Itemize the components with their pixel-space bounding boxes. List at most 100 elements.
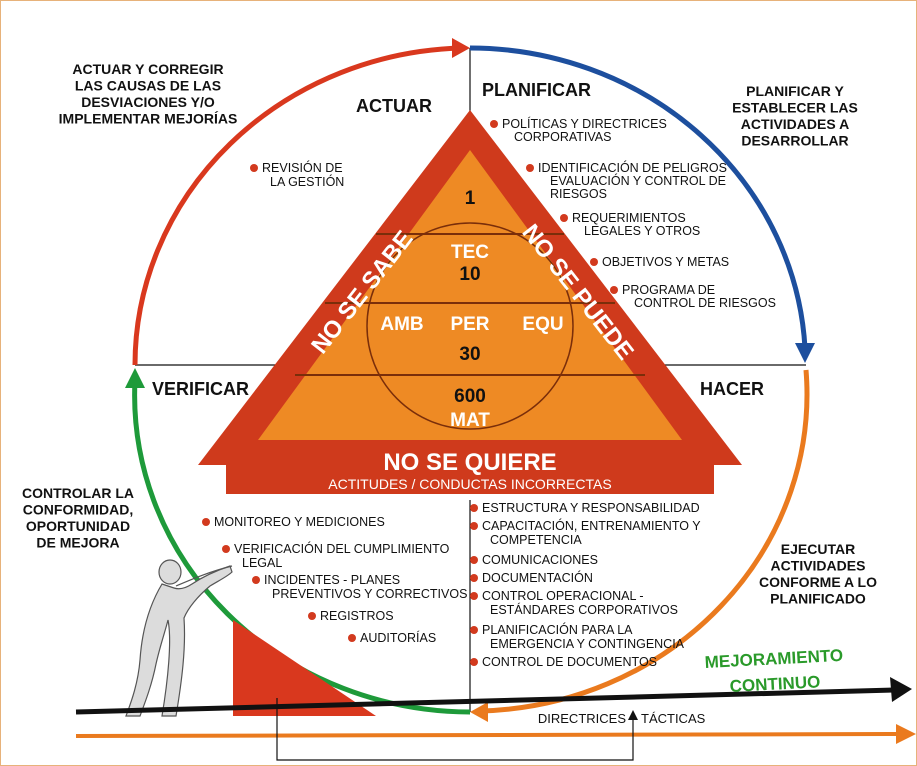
note-line: PLANIFICADO [770,591,866,607]
bullet-dot [348,634,356,642]
ramp-arrow-black-head [890,677,912,702]
bullet-dot [470,658,478,666]
note-line: CONFORME A LO [759,574,877,590]
pyramid-mat: MAT [450,410,490,431]
list-item-text: POLÍTICAS Y DIRECTRICES [502,116,667,131]
list-item-text: COMPETENCIA [490,533,582,547]
list-item-text: MONITOREO Y MEDICIONES [214,515,385,529]
pyramid-base-band [226,442,714,494]
note-line: DE MEJORA [36,535,119,551]
list-item-text: LEGALES Y OTROS [584,224,700,238]
list-item-text: REQUERIMIENTOS [572,211,686,225]
ramp-arrow-orange [75,732,901,738]
list-hacer: ESTRUCTURA Y RESPONSABILIDAD CAPACITACIÓN… [470,501,701,669]
list-item-text: RIESGOS [550,187,607,201]
note-line: DESVIACIONES Y/O [81,94,215,110]
pyramid-level-30: 30 [459,344,480,365]
list-item-text: AUDITORÍAS [360,630,436,645]
bullet-dot [590,258,598,266]
pyramid-tec: TEC [451,242,489,263]
list-item-text: VERIFICACIÓN DEL CUMPLIMIENTO [234,541,450,556]
list-item-text: EVALUACIÓN Y CONTROL DE [550,173,726,188]
list-item-text: IDENTIFICACIÓN DE PELIGROS [538,160,727,175]
bullet-dot [252,576,260,584]
quadrant-title-hacer: HACER [700,379,764,399]
bullet-dot [526,164,534,172]
note-line: IMPLEMENTAR MEJORÍAS [59,111,238,127]
directrices-bracket [276,698,634,761]
list-item-text: CONTROL DE DOCUMENTOS [482,655,657,669]
list-item: COMUNICACIONES [470,553,598,567]
quadrant-title-planificar: PLANIFICAR [482,80,591,100]
note-line: LAS CAUSAS DE LAS [75,78,221,94]
note-line: CONTROLAR LA [22,485,134,501]
list-item-text: PROGRAMA DE [622,283,715,297]
list-item-text: REGISTROS [320,609,394,623]
quadrant-title-verificar: VERIFICAR [152,379,249,399]
list-item: CONTROL DE DOCUMENTOS [470,655,657,669]
pyramid-circle [366,222,574,430]
note-line: ACTUAR Y CORREGIR [72,61,223,77]
list-item-text: ESTRUCTURA Y RESPONSABILIDAD [482,501,700,515]
list-item-text: PLANIFICACIÓN PARA LA [482,622,633,637]
note-line: EJECUTAR [781,541,855,557]
note-line: ACTIVIDADES [771,558,866,574]
bullet-dot [470,522,478,530]
pyramid-level-600: 600 [454,386,486,407]
bullet-dot [610,286,618,294]
list-item-text: OBJETIVOS Y METAS [602,255,729,269]
pyramid-base-subtitle: ACTITUDES / CONDUCTAS INCORRECTAS [328,476,611,492]
list-item-text: CAPACITACIÓN, ENTRENAMIENTO Y [482,518,701,533]
list-item: DOCUMENTACIÓN [470,570,593,585]
note-line: DESARROLLAR [741,133,848,149]
note-line: ACTIVIDADES A [741,116,849,132]
bullet-dot [470,592,478,600]
bullet-dot [202,518,210,526]
bullet-dot [222,545,230,553]
note-line: ESTABLECER LAS [732,100,858,116]
list-item: ESTRUCTURA Y RESPONSABILIDAD [470,501,700,515]
list-item: AUDITORÍAS [348,630,436,645]
bullet-dot [308,612,316,620]
list-item-text: INCIDENTES - PLANES [264,573,400,587]
arrow-head-verificar [125,368,145,388]
list-item: REGISTROS [308,609,394,623]
pyramid-equ: EQU [522,314,563,335]
list-item-text: LEGAL [242,556,282,570]
list-item-text: DOCUMENTACIÓN [482,570,593,585]
bullet-dot [470,556,478,564]
pyramid-level-1: 1 [465,188,476,209]
bullet-dot [560,214,568,222]
directrices-label: DIRECTRICES [538,711,626,726]
bullet-dot [250,164,258,172]
bullet-dot [490,120,498,128]
arrow-head-actuar [452,38,470,58]
ramp-arrow-black [75,687,896,715]
list-item: OBJETIVOS Y METAS [590,255,729,269]
pyramid-inner [258,150,682,440]
arc-actuar [132,45,463,366]
list-item-text: CONTROL DE RIESGOS [634,296,776,310]
bullet-dot [470,574,478,582]
pyramid-per: PER [450,314,489,335]
note-line: CONFORMIDAD, [23,502,133,518]
list-item-text: COMUNICACIONES [482,553,598,567]
improvement-label-1: MEJORAMIENTO [704,646,843,672]
directrices-bracket-arrow [628,710,638,720]
pyramid-base-title: NO SE QUIERE [383,449,556,476]
list-verificar: MONITOREO Y MEDICIONES VERIFICACIÓN DEL C… [202,515,467,645]
